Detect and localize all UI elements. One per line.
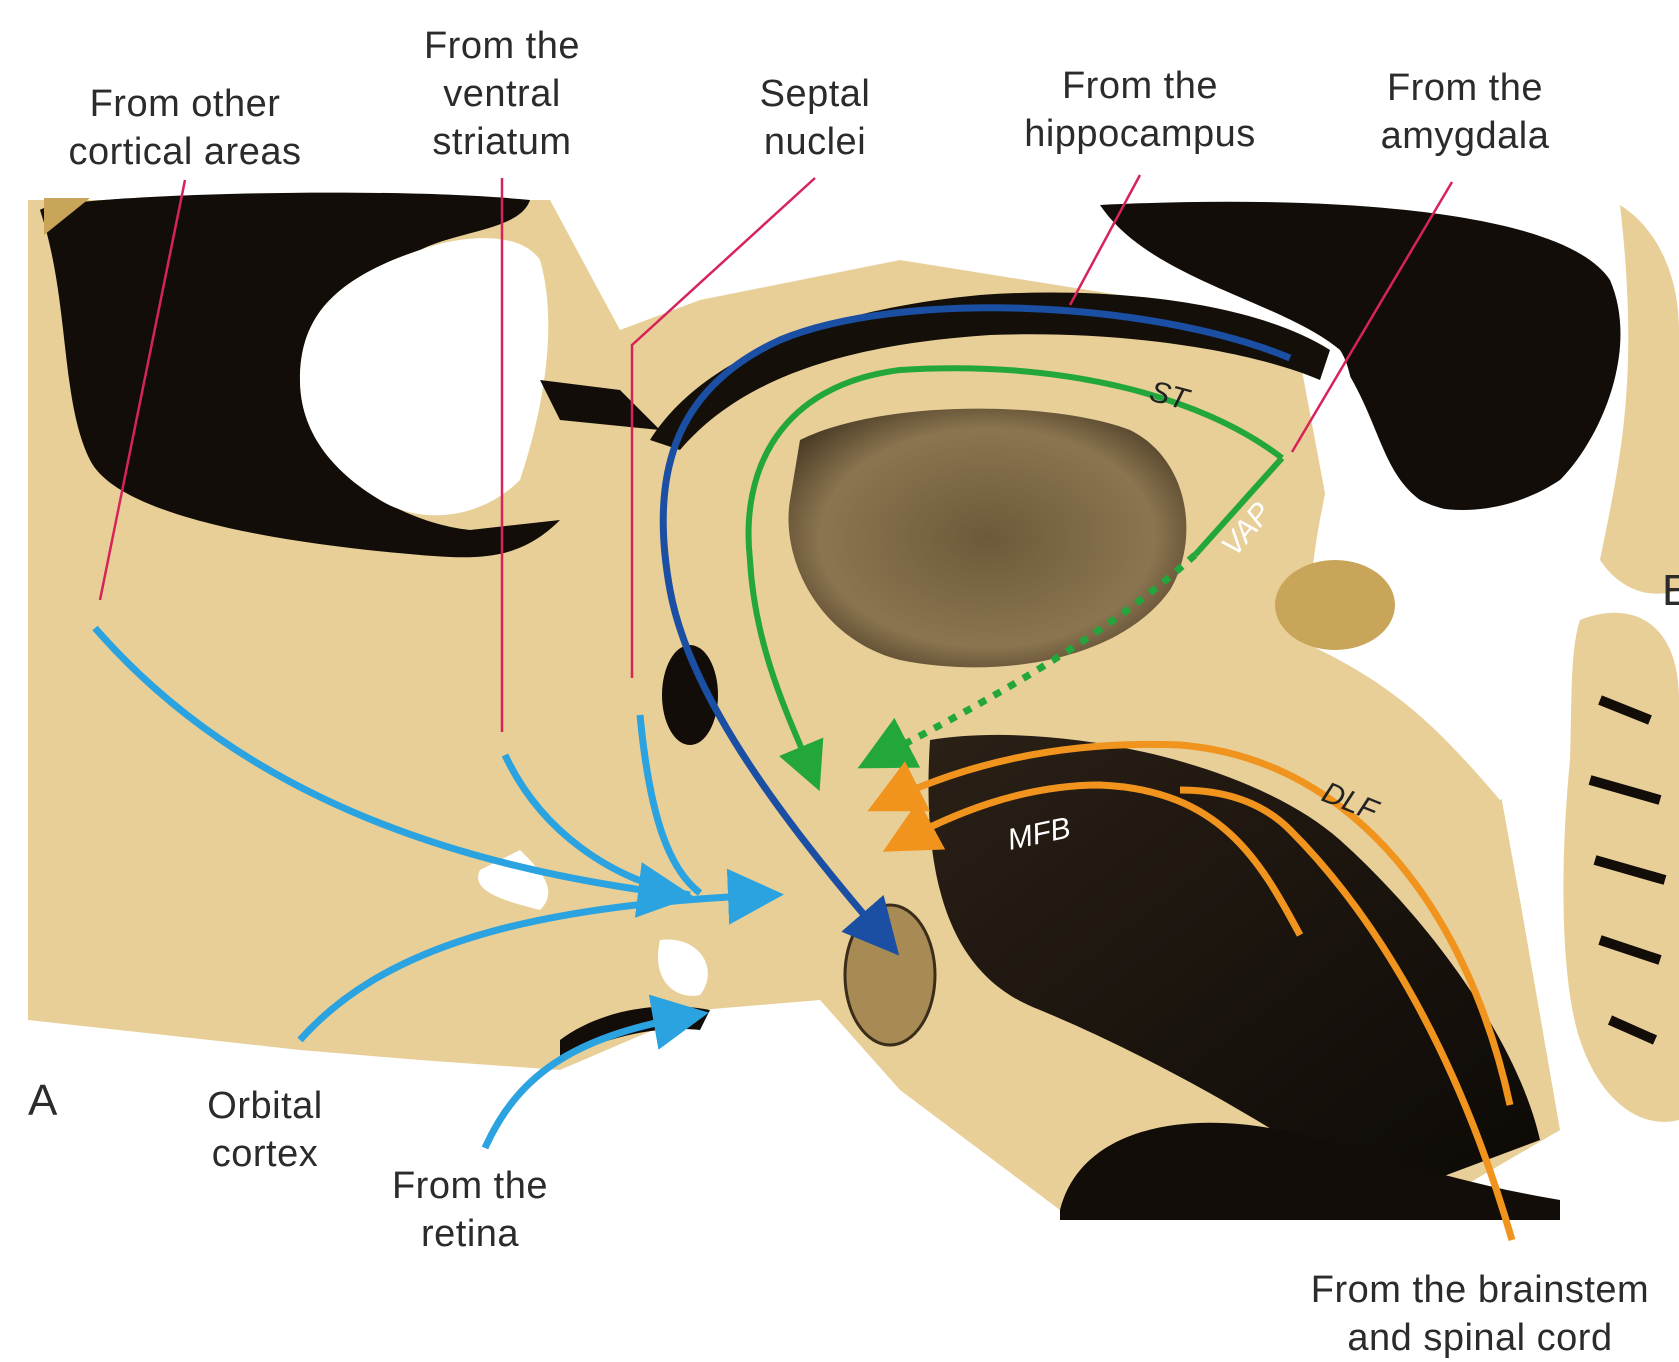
label-septal-line1: Septal [720, 70, 910, 118]
label-striatum-line1: From the [392, 22, 612, 70]
label-cortical: From other cortical areas [55, 80, 315, 176]
label-striatum-line3: striatum [392, 118, 612, 166]
label-hippocampus-line1: From the [1005, 62, 1275, 110]
label-striatum: From the ventral striatum [392, 22, 612, 166]
leader-hippocampus [1070, 175, 1140, 305]
panel-letter-b: E [1662, 566, 1679, 616]
label-orbital: Orbital cortex [180, 1082, 350, 1178]
label-amygdala: From the amygdala [1360, 64, 1570, 160]
label-retina-line2: retina [370, 1210, 570, 1258]
panel-letter-a: A [28, 1076, 57, 1126]
label-septal-line2: nuclei [720, 118, 910, 166]
label-septal: Septal nuclei [720, 70, 910, 166]
label-striatum-line2: ventral [392, 70, 612, 118]
label-brainstem: From the brainstem and spinal cord [1290, 1266, 1670, 1362]
label-orbital-line1: Orbital [180, 1082, 350, 1130]
label-brainstem-line1: From the brainstem [1290, 1266, 1670, 1314]
label-cortical-line1: From other [55, 80, 315, 128]
label-amygdala-line1: From the [1360, 64, 1570, 112]
label-brainstem-line2: and spinal cord [1290, 1314, 1670, 1362]
label-hippocampus-line2: hippocampus [1005, 110, 1275, 158]
label-hippocampus: From the hippocampus [1005, 62, 1275, 158]
label-amygdala-line2: amygdala [1360, 112, 1570, 160]
label-retina-line1: From the [370, 1162, 570, 1210]
label-cortical-line2: cortical areas [55, 128, 315, 176]
tissue [28, 193, 1679, 1220]
label-retina: From the retina [370, 1162, 570, 1258]
label-orbital-line2: cortex [180, 1130, 350, 1178]
